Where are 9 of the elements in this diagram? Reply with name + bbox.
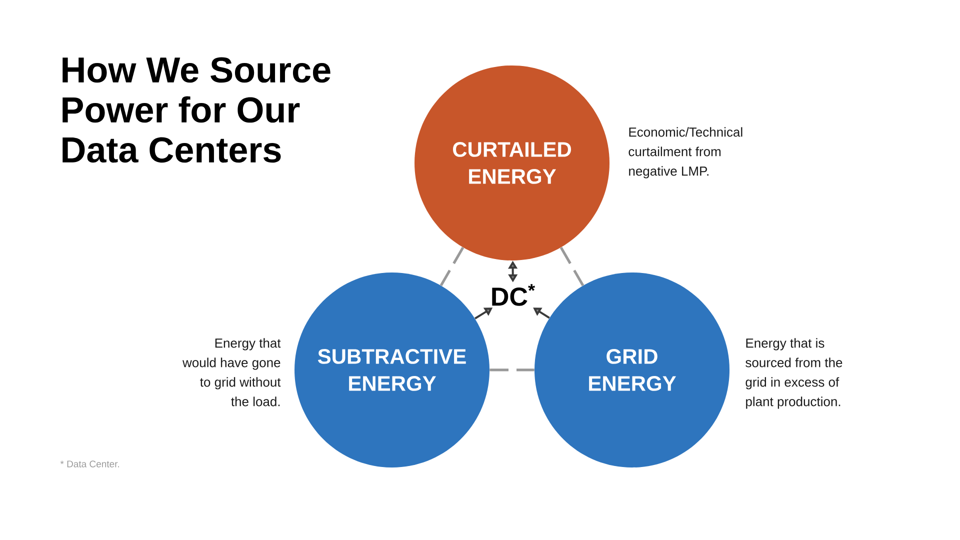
title: How We Source Power for Our Data Centers [62, 57, 330, 163]
dashed-line [440, 246, 464, 286]
note-text: Energy that is sourced from the grid in excess of plant production. [746, 338, 842, 409]
dashed-line [560, 246, 584, 286]
note-text: Economic/Technical curtailment from negative LMP. [628, 127, 742, 178]
footnote: * Data Center. [60, 460, 119, 468]
center-label: DC$^{*}$ [492, 284, 536, 306]
dashed-line [490, 368, 534, 372]
note-text: Energy that would have gone to grid without the load. [182, 338, 281, 406]
